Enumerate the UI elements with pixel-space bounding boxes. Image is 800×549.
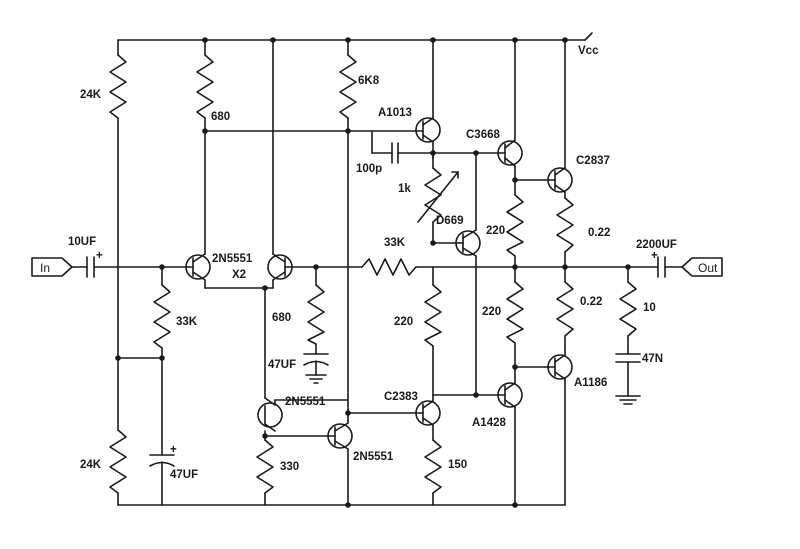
c-47uf-bias-plus: + [170, 444, 177, 456]
transistor-a1013 [415, 39, 441, 159]
input-capacitor [86, 256, 189, 278]
input-label: In [40, 261, 50, 275]
resistor-150 [424, 439, 442, 506]
r-33k-feedback-label: 33K [384, 237, 406, 249]
transistor-c2383 [347, 394, 441, 441]
r-24k-bottom-label: 24K [80, 459, 102, 471]
ground-symbol-output [615, 395, 641, 405]
c-in-label: 10UF [68, 236, 96, 248]
q-diffpair-qty-label: X2 [232, 269, 246, 281]
capacitor-47n-zobel [615, 353, 641, 397]
vcc-rail [117, 32, 593, 41]
transistor-a1428 [497, 366, 523, 506]
resistor-24k-top [109, 39, 127, 359]
r-330-label: 330 [280, 461, 299, 473]
input-terminal[interactable] [31, 257, 88, 277]
q-c3668-label: C3668 [466, 129, 500, 141]
vcc-label: Vcc [578, 45, 599, 57]
resistor-0-22-top [556, 197, 574, 268]
r-220-c-label: 220 [482, 306, 501, 318]
c-47uf-bias-label: 47UF [170, 469, 198, 481]
transistor-c3668 [497, 39, 523, 181]
c-47uf-feedback-label: 47UF [268, 359, 296, 371]
transistor-2n5551-cs-right [327, 419, 353, 506]
r-6k8-label: 6K8 [358, 75, 380, 87]
r-220-a-label: 220 [486, 225, 505, 237]
transistor-diff-right [267, 39, 317, 289]
vr-1k-label: 1k [398, 183, 411, 195]
q-c2837-label: C2837 [576, 155, 610, 167]
c-out-label: 2200UF [636, 239, 677, 251]
potentiometer-1k [417, 157, 459, 244]
r-150-label: 150 [448, 459, 467, 471]
q-a1428-label: A1428 [472, 417, 506, 429]
r-10-label: 10 [643, 302, 656, 314]
output-label: Out [698, 261, 718, 275]
capacitor-47uf-bias [149, 357, 175, 506]
transistor-a1186 [544, 351, 573, 506]
capacitor-47uf-feedback [303, 353, 329, 376]
transistor-d669 [455, 152, 481, 396]
resistor-680-top [196, 39, 424, 255]
resistor-33k-bias [153, 266, 171, 359]
junction-dots [115, 37, 631, 508]
q-c2383-label: C2383 [384, 391, 418, 403]
ground-symbol-feedback [305, 374, 327, 384]
q-a1186-label: A1186 [574, 377, 607, 389]
c-in-plus: + [96, 250, 103, 262]
resistor-330 [256, 439, 274, 506]
r-680-top-label: 680 [211, 111, 230, 123]
c-47n-label: 47N [642, 353, 663, 365]
resistor-10-zobel [619, 266, 637, 355]
c-out-plus: + [651, 250, 658, 262]
resistor-33k-feedback [315, 258, 566, 276]
r-680-feedback-label: 680 [272, 312, 291, 324]
output-terminal[interactable] [681, 257, 723, 277]
resistor-0-22-bottom [556, 266, 574, 353]
q-2n5551-cs1-label: 2N5551 [285, 396, 326, 408]
resistor-6k8 [339, 39, 357, 421]
q-diffpair-label: 2N5551 [212, 253, 253, 265]
r-220-b-label: 220 [394, 316, 413, 328]
resistor-220-driver-top [506, 179, 524, 268]
transistor-c2837 [544, 39, 573, 199]
c-100p-label: 100p [356, 163, 382, 175]
transistor-diff-left [185, 253, 211, 289]
output-capacitor [564, 256, 683, 278]
q-d669-label: D669 [436, 215, 464, 227]
r-33k-bias-label: 33K [176, 316, 198, 328]
resistor-24k-bottom [109, 357, 127, 506]
r-24k-top-label: 24K [80, 89, 102, 101]
resistor-220-driver-bottom [506, 266, 524, 368]
r-0-22-b-label: 0.22 [580, 296, 602, 308]
resistor-220-vas [424, 266, 442, 396]
q-a1013-label: A1013 [378, 107, 412, 119]
q-2n5551-cs2-label: 2N5551 [353, 451, 394, 463]
capacitor-100p [371, 130, 434, 164]
resistor-680-feedback [307, 266, 325, 355]
r-0-22-a-label: 0.22 [588, 227, 610, 239]
